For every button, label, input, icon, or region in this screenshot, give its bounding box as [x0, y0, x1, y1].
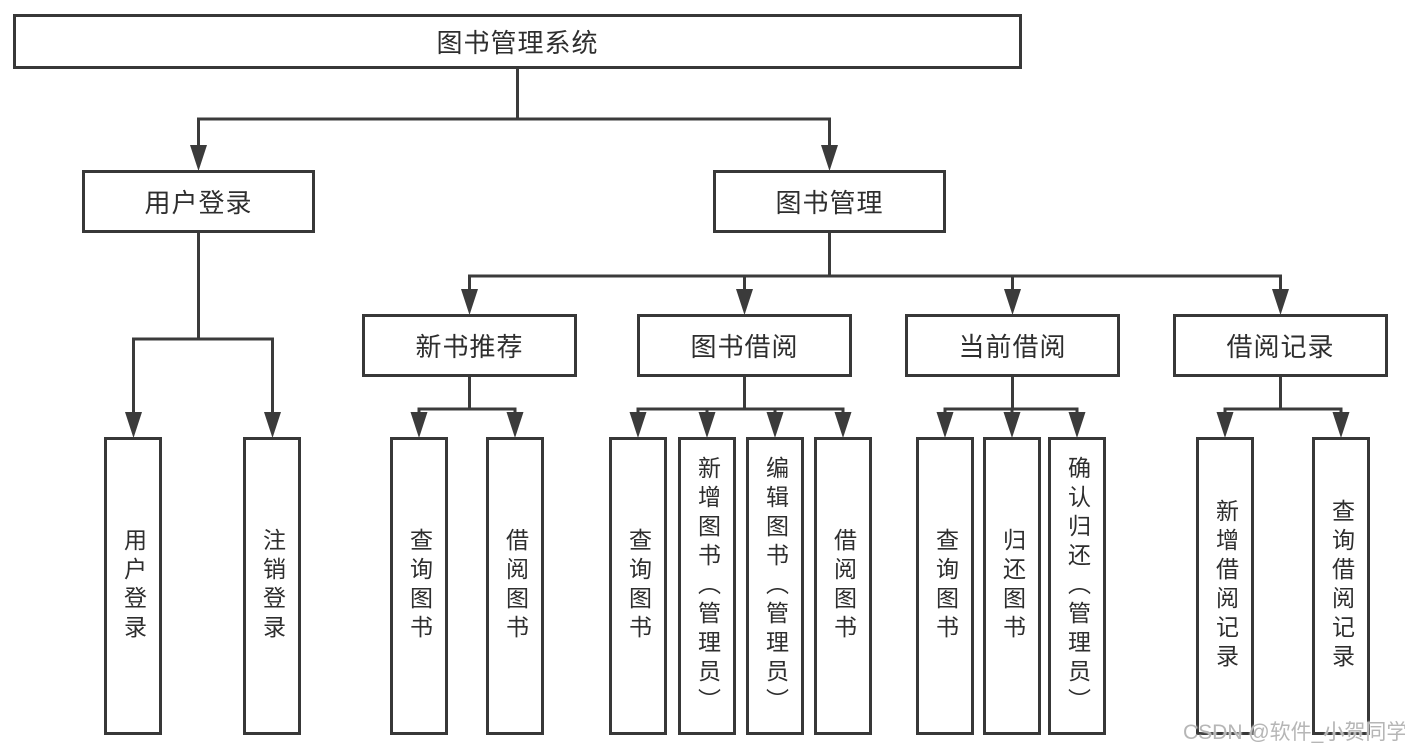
node-user-login-label: 用户登录	[144, 188, 253, 218]
node-library-system: 图书管理系统	[13, 14, 1022, 69]
leaf-query-borrow-record: 查询借阅记录	[1312, 437, 1370, 735]
node-current-borrowing: 当前借阅	[905, 314, 1120, 377]
csdn-watermark: CSDN @软件_小贺同学	[1183, 721, 1405, 744]
leaf-logout-login-label: 注销登录	[259, 528, 286, 644]
node-user-login: 用户登录	[82, 170, 315, 233]
node-book-management-label: 图书管理	[775, 188, 884, 218]
leaf-confirm-return-admin: 确认归还（管理员）	[1048, 437, 1106, 735]
leaf-edit-book-admin: 编辑图书（管理员）	[746, 437, 804, 735]
leaf-edit-book-admin-label: 编辑图书（管理员）	[762, 455, 789, 717]
node-borrowing-records: 借阅记录	[1173, 314, 1388, 377]
leaf-query-borrow-record-label: 查询借阅记录	[1328, 499, 1355, 673]
arrowheads	[125, 145, 1350, 438]
leaf-borrow-books-borrowing: 借阅图书	[814, 437, 872, 735]
node-book-management: 图书管理	[713, 170, 946, 233]
leaf-return-books: 归还图书	[983, 437, 1041, 735]
leaf-borrow-books-recommend: 借阅图书	[486, 437, 544, 735]
node-new-book-recommend: 新书推荐	[362, 314, 577, 377]
leaf-add-borrow-record-label: 新增借阅记录	[1212, 499, 1239, 673]
leaf-query-books-current: 查询图书	[916, 437, 974, 735]
leaf-add-book-admin: 新增图书（管理员）	[678, 437, 736, 735]
edge-records-split	[1223, 375, 1343, 416]
leaf-add-borrow-record: 新增借阅记录	[1196, 437, 1254, 735]
node-book-borrowing-label: 图书借阅	[690, 332, 799, 362]
leaf-user-login-label: 用户登录	[120, 528, 147, 644]
node-library-system-label: 图书管理系统	[436, 28, 599, 58]
node-new-book-recommend-label: 新书推荐	[415, 332, 524, 362]
leaf-borrow-books-recommend-label: 借阅图书	[502, 528, 529, 644]
leaf-return-books-label: 归还图书	[999, 528, 1026, 644]
node-current-borrowing-label: 当前借阅	[958, 332, 1067, 362]
leaf-borrow-books-borrowing-label: 借阅图书	[830, 528, 857, 644]
leaf-query-books-borrowing-label: 查询图书	[625, 528, 652, 644]
node-book-borrowing: 图书借阅	[637, 314, 852, 377]
edge-current-split	[943, 375, 1079, 416]
edge-userlogin-split	[132, 231, 274, 416]
leaf-add-book-admin-label: 新增图书（管理员）	[694, 455, 721, 717]
edge-root-split	[197, 66, 831, 149]
leaf-query-books-borrowing: 查询图书	[609, 437, 667, 735]
leaf-query-books-recommend-label: 查询图书	[406, 528, 433, 644]
leaf-query-books-current-label: 查询图书	[932, 528, 959, 644]
leaf-logout-login: 注销登录	[243, 437, 301, 735]
leaf-user-login: 用户登录	[104, 437, 162, 735]
leaf-confirm-return-admin-label: 确认归还（管理员）	[1064, 455, 1091, 717]
node-borrowing-records-label: 借阅记录	[1226, 332, 1335, 362]
edge-newbook-split	[417, 375, 517, 416]
edge-bookmgmt-split	[468, 231, 1282, 293]
edge-borrowing-split	[636, 375, 845, 416]
leaf-query-books-recommend: 查询图书	[390, 437, 448, 735]
